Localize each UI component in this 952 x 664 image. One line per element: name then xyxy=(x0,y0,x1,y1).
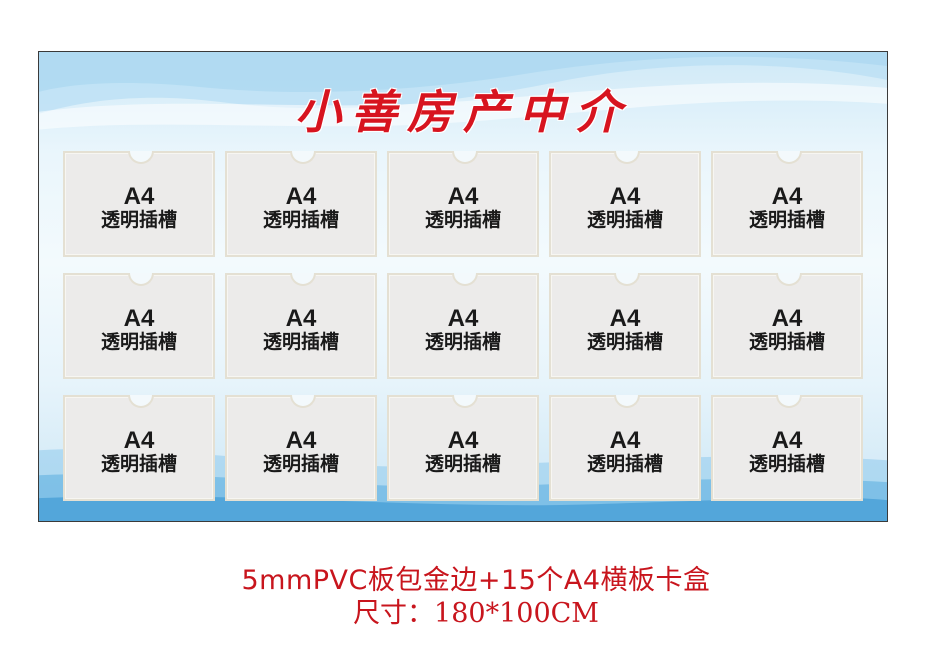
slot-label: 透明插槽 xyxy=(100,331,177,353)
slot-notch xyxy=(128,151,154,164)
slot-notch xyxy=(452,273,478,286)
board-title: 小善房产中介 xyxy=(295,85,631,139)
slot-label: 透明插槽 xyxy=(262,453,339,475)
slot-label: 透明插槽 xyxy=(748,331,825,353)
slot-label: 透明插槽 xyxy=(586,209,663,231)
slot-notch xyxy=(452,395,478,408)
slot-notch xyxy=(776,151,802,164)
slot-size: A4 xyxy=(447,427,479,454)
slot-label: 透明插槽 xyxy=(262,209,339,231)
slot-label: 透明插槽 xyxy=(586,331,663,353)
slot-notch xyxy=(776,395,802,408)
slot-notch xyxy=(614,273,640,286)
slot-notch xyxy=(290,395,316,408)
slot-size: A4 xyxy=(285,305,317,332)
slot-notch xyxy=(452,151,478,164)
product-size: 尺寸：180*100CM xyxy=(353,598,599,629)
slot-size: A4 xyxy=(123,305,155,332)
slot-notch xyxy=(128,273,154,286)
slot-label: 透明插槽 xyxy=(748,209,825,231)
slot-label: 透明插槽 xyxy=(424,453,501,475)
slot-notch xyxy=(128,395,154,408)
slot-size: A4 xyxy=(123,427,155,454)
slot-notch xyxy=(614,395,640,408)
slot-size: A4 xyxy=(609,305,641,332)
slot-size: A4 xyxy=(285,183,317,210)
slot-label: 透明插槽 xyxy=(586,453,663,475)
slot-label: 透明插槽 xyxy=(424,209,501,231)
slot-label: 透明插槽 xyxy=(262,331,339,353)
slot-label: 透明插槽 xyxy=(100,209,177,231)
slot-size: A4 xyxy=(285,427,317,454)
slot-size: A4 xyxy=(609,427,641,454)
slot-size: A4 xyxy=(771,427,803,454)
slot-label: 透明插槽 xyxy=(748,453,825,475)
slot-size: A4 xyxy=(771,183,803,210)
slot-notch xyxy=(290,273,316,286)
slot-notch xyxy=(776,273,802,286)
slot-size: A4 xyxy=(771,305,803,332)
slot-size: A4 xyxy=(447,305,479,332)
slot-size: A4 xyxy=(447,183,479,210)
slot-notch xyxy=(290,151,316,164)
slot-size: A4 xyxy=(609,183,641,210)
slot-label: 透明插槽 xyxy=(100,453,177,475)
slot-label: 透明插槽 xyxy=(424,331,501,353)
product-spec: 5mmPVC板包金边+15个A4横板卡盒 xyxy=(241,565,711,596)
slot-notch xyxy=(614,151,640,164)
slot-size: A4 xyxy=(123,183,155,210)
